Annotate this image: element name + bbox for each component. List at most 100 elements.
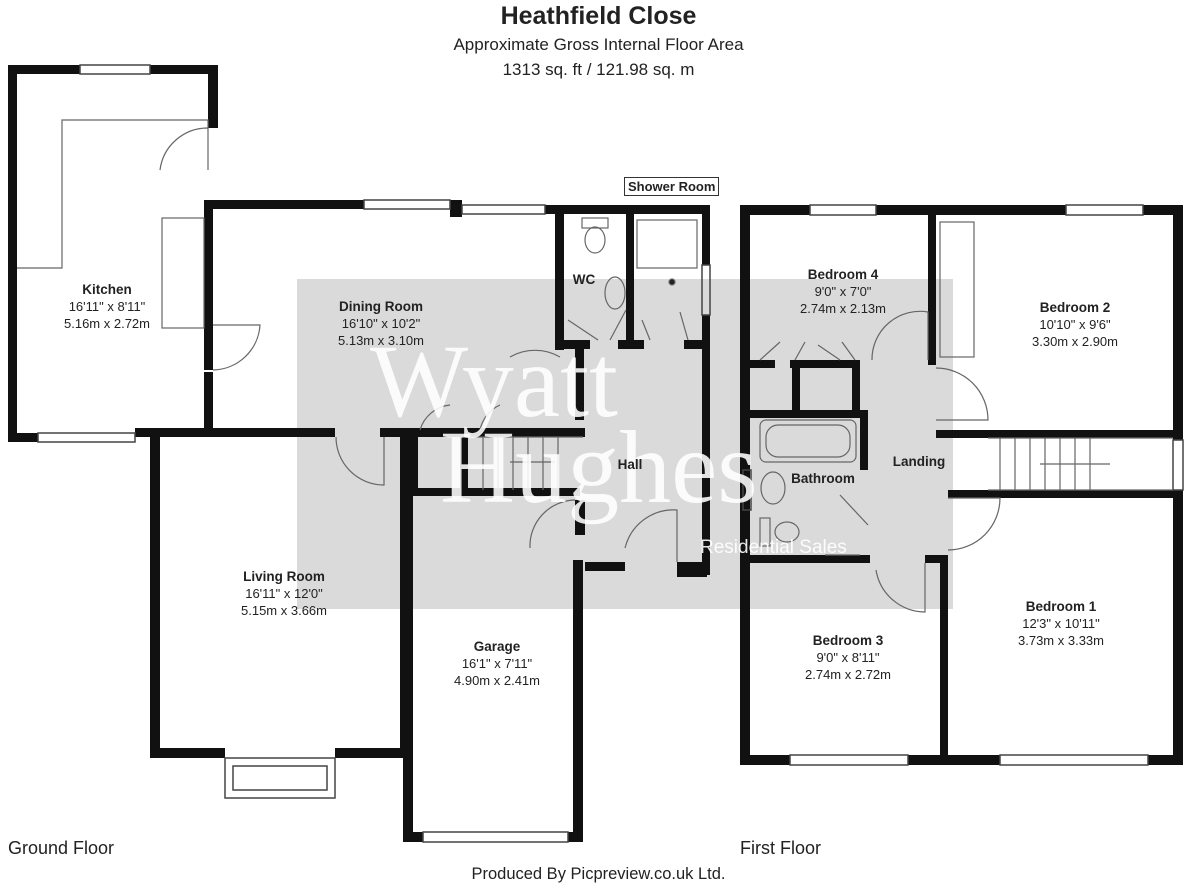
ground-floor-label: Ground Floor <box>8 838 115 858</box>
watermark-line-2: Hughes <box>440 410 758 525</box>
living-wall-left <box>150 437 160 757</box>
dining-wall-top-c <box>545 205 710 214</box>
credit-line: Produced By Picpreview.co.uk Ltd. <box>471 865 726 883</box>
wc-door-swing <box>567 309 627 341</box>
kitchen-wall-left <box>8 65 17 442</box>
room-metric: 5.13m x 3.10m <box>338 333 424 348</box>
kitchen-unit <box>161 217 205 329</box>
landing-window <box>1172 439 1184 491</box>
shower-window <box>701 264 711 316</box>
area-value: 1313 sq. ft / 121.98 sq. m <box>502 60 695 79</box>
garage-wall-top <box>410 488 580 496</box>
dining-wall-top-a <box>204 200 364 209</box>
ground-floor-windows <box>37 64 711 843</box>
living-bay-window-inner <box>232 765 328 791</box>
shower-drain <box>668 278 676 286</box>
bath-tub-inner <box>765 424 851 458</box>
shower-wall-right <box>702 205 710 265</box>
room-metric: 3.73m x 3.33m <box>1018 633 1104 648</box>
bathroom-toilet <box>774 521 800 543</box>
hall-wall-bottom-b <box>677 562 707 577</box>
shower-door-swing <box>641 311 689 341</box>
kitchen-door-swing <box>159 127 209 171</box>
dining-window-top <box>363 199 451 210</box>
garage-wall-bottom <box>403 832 423 842</box>
first-wall-right <box>1173 205 1183 440</box>
bathroom-window <box>742 469 752 511</box>
cupboard-doors <box>759 341 856 361</box>
page-title: Heathfield Close <box>500 2 697 30</box>
kitchen-worktop <box>17 119 209 269</box>
bathroom-wall-top <box>750 410 868 418</box>
bath-tub <box>759 419 857 463</box>
watermark-line-3: Residential Sales <box>700 537 847 558</box>
room-imperial: 16'11" x 8'11" <box>68 299 146 314</box>
first-floor-windows <box>742 204 1184 766</box>
kitchen-dining-wall-b <box>204 372 213 434</box>
bed2-wall-bottom <box>936 430 1183 438</box>
bathroom-cistern <box>759 517 771 547</box>
room-metric: 2.74m x 2.13m <box>800 301 886 316</box>
room-imperial: 9'0" x 7'0" <box>814 284 872 299</box>
kitchen-door-swing-b <box>212 324 261 371</box>
bed3-wall-top <box>925 555 945 563</box>
stair-wall <box>460 428 468 490</box>
first-floor-label: First Floor <box>740 838 821 858</box>
room-metric: 5.15m x 3.66m <box>241 603 327 618</box>
wc-wall-bottom-b <box>618 340 644 349</box>
room-imperial: 16'10" x 10'2" <box>341 316 421 331</box>
ground-floor-fixtures <box>17 119 698 562</box>
bed2-window <box>1065 204 1144 216</box>
room-label-hall: Hall <box>618 456 643 473</box>
room-name: Landing <box>892 454 946 469</box>
wc-cistern <box>581 217 609 229</box>
first-wall-left <box>740 205 750 765</box>
bed4-wall-bottom-b <box>790 360 860 368</box>
room-label-bedroom4: Bedroom 4 9'0" x 7'0" 2.74m x 2.13m <box>800 266 886 317</box>
first-floor-walls <box>740 205 1183 765</box>
bed4-bed2-divider <box>928 215 936 365</box>
dining-wall-top-b <box>450 200 462 217</box>
cupboard-divider-b <box>852 368 860 413</box>
kitchen-wall-bottom-b <box>135 428 335 437</box>
hall-door-swing <box>509 349 561 358</box>
first-wall-right-b <box>1173 490 1183 765</box>
wc-shower-divider <box>626 214 634 342</box>
room-label-kitchen: Kitchen 16'11" x 8'11" 5.16m x 2.72m <box>64 281 150 332</box>
living-bay-window <box>224 757 336 799</box>
room-name: Bathroom <box>791 471 855 486</box>
room-name: Bedroom 1 <box>1025 599 1097 614</box>
landing-door-swing <box>871 310 929 361</box>
kitchen-wall-top-left <box>8 65 80 74</box>
stairs-first <box>988 437 1173 491</box>
room-name: Dining Room <box>339 299 423 314</box>
bathroom-door-swing <box>825 494 869 556</box>
wc-basin <box>604 276 626 310</box>
kitchen-wall-right-top <box>208 65 218 128</box>
bed1-door-swing <box>947 497 1001 551</box>
room-name: Bedroom 3 <box>812 633 884 648</box>
bed2-door-swing <box>935 367 989 421</box>
bed3-window <box>789 754 909 766</box>
living-wall-bottom-b <box>335 748 405 758</box>
room-imperial: 16'11" x 12'0" <box>245 586 323 601</box>
bed2-wardrobe <box>939 221 975 358</box>
room-label-living: Living Room 16'11" x 12'0" 5.15m x 3.66m <box>241 568 327 619</box>
garage-wall-left <box>403 490 413 840</box>
room-label-bedroom2: Bedroom 2 10'10" x 9'6" 3.30m x 2.90m <box>1032 299 1118 350</box>
room-name: Living Room <box>243 569 325 584</box>
room-imperial: 16'1" x 7'11" <box>461 656 533 671</box>
bed1-wall-top <box>948 490 1183 498</box>
bathroom-basin <box>760 471 786 505</box>
dining-wall-bottom <box>380 428 420 437</box>
first-wall-bottom-b <box>908 755 1000 765</box>
room-name: Hall <box>617 457 643 472</box>
area-label: Approximate Gross Internal Floor Area <box>453 35 744 54</box>
room-metric: 4.90m x 2.41m <box>454 673 540 688</box>
garage-door-bottom <box>422 831 569 843</box>
bathroom-wall-bottom <box>750 555 870 563</box>
cupboard-divider <box>792 368 800 413</box>
room-name: Bedroom 4 <box>807 267 879 282</box>
room-name: WC <box>572 272 596 287</box>
dining-wall-right <box>555 205 564 350</box>
